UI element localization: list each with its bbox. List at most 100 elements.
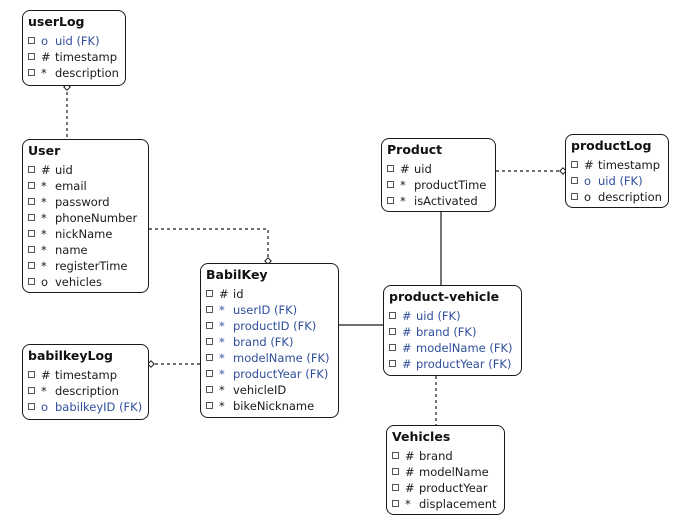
attribute-key-symbol: o xyxy=(41,34,49,48)
checkbox-icon xyxy=(206,338,213,345)
attribute-row: #timestamp xyxy=(566,157,668,173)
attribute-row: #brand (FK) xyxy=(384,324,521,340)
attribute-row: #modelName (FK) xyxy=(384,340,521,356)
attribute-key-symbol: o xyxy=(41,275,49,289)
attribute-name: modelName xyxy=(419,465,489,479)
attribute-row: # productYear (FK) xyxy=(384,356,521,372)
attribute-name: password xyxy=(55,195,110,209)
checkbox-icon xyxy=(28,198,35,205)
attribute-row: #productYear xyxy=(387,480,504,496)
attribute-row: #modelName xyxy=(387,464,504,480)
checkbox-icon xyxy=(392,500,399,507)
attribute-key-symbol: * xyxy=(41,179,47,193)
checkbox-icon xyxy=(389,312,396,319)
checkbox-icon xyxy=(28,214,35,221)
checkbox-icon xyxy=(28,53,35,60)
attribute-key-symbol: * xyxy=(41,66,47,80)
attribute-row: *description xyxy=(23,383,148,399)
checkbox-icon xyxy=(206,402,213,409)
attribute-row: #brand xyxy=(387,448,504,464)
entity-title: productLog xyxy=(571,138,652,153)
attribute-row: # uid xyxy=(382,161,495,177)
attribute-name: brand (FK) xyxy=(416,325,477,339)
attribute-row: *name xyxy=(23,242,148,258)
checkbox-icon xyxy=(206,386,213,393)
attribute-name: description xyxy=(598,190,662,204)
attribute-name: productID (FK) xyxy=(233,319,317,333)
entity-vehicles[interactable]: Vehicles #brand#modelName#productYear* dis… xyxy=(386,425,505,515)
attribute-key-symbol: * xyxy=(41,211,47,225)
attribute-row: #timestamp xyxy=(23,49,125,65)
attribute-key-symbol: * xyxy=(219,303,225,317)
attribute-name: timestamp xyxy=(598,158,661,172)
attribute-key-symbol: # xyxy=(41,163,51,177)
checkbox-icon xyxy=(28,37,35,44)
attribute-key-symbol: * xyxy=(219,383,225,397)
attribute-row: * displacement xyxy=(387,496,504,512)
entity-title: Vehicles xyxy=(392,429,451,444)
attribute-key-symbol: * xyxy=(41,384,47,398)
attribute-name: description xyxy=(55,66,119,80)
attribute-name: uid (FK) xyxy=(598,174,643,188)
entity-babilkey[interactable]: BabilKey#id*userID (FK)*productID (FK)*b… xyxy=(200,263,339,418)
attribute-key-symbol: * xyxy=(41,259,47,273)
checkbox-icon xyxy=(392,452,399,459)
checkbox-icon xyxy=(389,360,396,367)
checkbox-icon xyxy=(571,161,578,168)
attribute-name: uid (FK) xyxy=(55,34,100,48)
attribute-key-symbol: # xyxy=(219,287,229,301)
attribute-row: * registerTime xyxy=(23,258,148,274)
attribute-name: productYear (FK) xyxy=(416,357,512,371)
attribute-name: vehicleID xyxy=(233,383,287,397)
attribute-name: phoneNumber xyxy=(55,211,138,225)
entity-title: Product xyxy=(387,142,443,157)
attribute-key-symbol: o xyxy=(41,400,49,414)
checkbox-icon xyxy=(389,328,396,335)
attribute-row: o uid (FK) xyxy=(23,33,125,49)
attribute-key-symbol: # xyxy=(400,162,410,176)
attribute-row: o vehicles xyxy=(23,274,148,290)
entity-product[interactable]: Product#uid*productTime*isActivated xyxy=(381,138,496,212)
entity-title: User xyxy=(28,143,61,158)
entity-user[interactable]: User#uid*email*password*phoneNumber*nick… xyxy=(22,139,149,293)
attribute-name: productYear xyxy=(419,481,488,495)
attribute-key-symbol: * xyxy=(405,497,411,511)
attribute-name: uid xyxy=(414,162,432,176)
checkbox-icon xyxy=(387,165,394,172)
attribute-list: #uid*productTime*isActivated xyxy=(382,161,495,209)
attribute-key-symbol: * xyxy=(41,195,47,209)
attribute-name: displacement xyxy=(419,497,497,511)
relationship-line-user-babilkey xyxy=(149,228,269,263)
attribute-list: #brand#modelName#productYear* displacemen… xyxy=(387,448,504,512)
attribute-key-symbol: # xyxy=(402,309,412,323)
checkbox-icon xyxy=(28,69,35,76)
checkbox-icon xyxy=(28,403,35,410)
attribute-name: modelName (FK) xyxy=(233,351,330,365)
attribute-row: * vehicleID xyxy=(201,382,338,398)
attribute-name: modelName (FK) xyxy=(416,341,513,355)
attribute-name: uid (FK) xyxy=(416,309,461,323)
attribute-name: vehicles xyxy=(55,275,102,289)
checkbox-icon xyxy=(28,166,35,173)
attribute-name: timestamp xyxy=(55,50,118,64)
attribute-row: * phoneNumber xyxy=(23,210,148,226)
attribute-key-symbol: * xyxy=(219,335,225,349)
checkbox-icon xyxy=(28,246,35,253)
attribute-name: brand (FK) xyxy=(233,335,294,349)
checkbox-icon xyxy=(206,290,213,297)
entity-product-vehicle[interactable]: product-vehicle#uid (FK)#brand (FK)#mode… xyxy=(383,285,522,376)
attribute-name: registerTime xyxy=(55,259,128,273)
attribute-key-symbol: # xyxy=(402,357,412,371)
attribute-row: #uid xyxy=(23,162,148,178)
attribute-key-symbol: o xyxy=(584,190,592,204)
attribute-key-symbol: * xyxy=(219,399,225,413)
attribute-key-symbol: * xyxy=(41,227,47,241)
checkbox-icon xyxy=(571,193,578,200)
checkbox-icon xyxy=(206,322,213,329)
